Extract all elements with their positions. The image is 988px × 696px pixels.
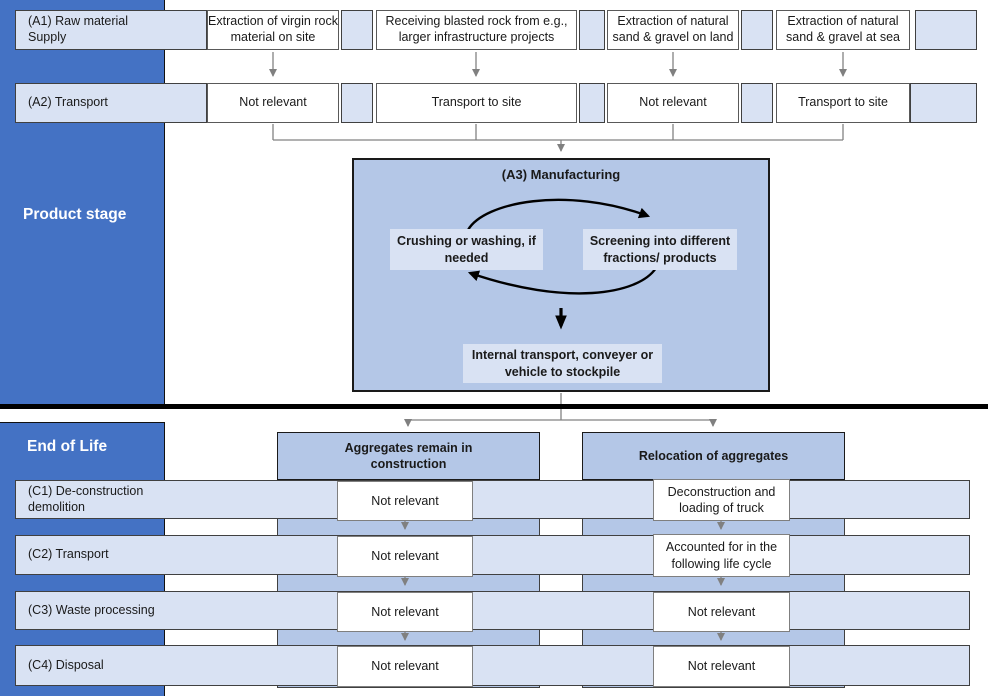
a1-spacer-box-2 xyxy=(579,10,605,50)
row-c3-label: (C3) Waste processing xyxy=(28,602,155,617)
manufacturing-title: (A3) Manufacturing xyxy=(501,167,621,182)
end-of-life-label: End of Life xyxy=(27,438,108,455)
c1-right-cell: Deconstruction and loading of truck xyxy=(653,479,790,521)
c2-right-cell: Accounted for in the following life cycl… xyxy=(653,534,790,577)
row-a1-label-box: (A1) Raw material Supply xyxy=(15,10,207,50)
c3-left-cell: Not relevant xyxy=(337,592,473,632)
c1-left-cell: Not relevant xyxy=(337,481,473,521)
row-c4-label: (C4) Disposal xyxy=(28,657,104,672)
c3-right-cell: Not relevant xyxy=(653,592,790,632)
product-stage-label: Product stage xyxy=(23,206,127,223)
row-c1: (C1) De-construction demolition xyxy=(15,480,970,519)
eol-column-header-remain-text: Aggregates remain in construction xyxy=(344,440,473,471)
a2-spacer-box-3 xyxy=(741,83,773,123)
eol-column-header-relocation-text: Relocation of aggregates xyxy=(638,448,789,463)
c2-left-cell: Not relevant xyxy=(337,536,473,577)
c4-right-cell: Not relevant xyxy=(653,646,790,687)
a1-cell-extraction-sand-gravel-sea: Extraction of natural sand & gravel at s… xyxy=(776,10,910,50)
row-c1-label: (C1) De-construction demolition xyxy=(28,483,144,514)
a1-spacer-box-4 xyxy=(915,10,977,50)
a1-spacer-box-3 xyxy=(741,10,773,50)
step-screening: Screening into different fractions/ prod… xyxy=(583,229,737,270)
a2-spacer-box-1 xyxy=(341,83,373,123)
a2-spacer-box-4 xyxy=(910,83,977,123)
row-c4: (C4) Disposal xyxy=(15,645,970,686)
product-stage-sidebar xyxy=(0,0,165,404)
a3-eol-connector xyxy=(404,393,717,427)
a2-cell-not-relevant-1: Not relevant xyxy=(207,83,339,123)
a2-cell-transport-to-site-1: Transport to site xyxy=(376,83,577,123)
row-c3: (C3) Waste processing xyxy=(15,591,970,630)
row-a2-label: (A2) Transport xyxy=(28,95,108,110)
row-a2-label-box: (A2) Transport xyxy=(15,83,207,123)
row-c2-label: (C2) Transport xyxy=(28,547,109,562)
a1-cell-extraction-sand-gravel-land: Extraction of natural sand & gravel on l… xyxy=(607,10,739,50)
eol-column-header-remain: Aggregates remain in construction xyxy=(277,432,540,480)
a1-cell-extraction-virgin-rock: Extraction of virgin rock material on si… xyxy=(207,10,339,50)
step-internal-transport: Internal transport, conveyer or vehicle … xyxy=(463,344,662,383)
a2-cell-transport-to-site-2: Transport to site xyxy=(776,83,910,123)
a1-cell-receiving-blasted-rock: Receiving blasted rock from e.g., larger… xyxy=(376,10,577,50)
a1-spacer-box-1 xyxy=(341,10,373,50)
row-c2: (C2) Transport xyxy=(15,535,970,575)
step-crushing-washing: Crushing or washing, if needed xyxy=(390,229,543,270)
row-a1-label: (A1) Raw material Supply xyxy=(28,14,129,44)
a2-cell-not-relevant-2: Not relevant xyxy=(607,83,739,123)
stage-divider xyxy=(0,404,988,409)
a1-a2-arrows xyxy=(269,52,847,77)
a2-a3-connector xyxy=(272,124,844,152)
c4-left-cell: Not relevant xyxy=(337,646,473,687)
a2-spacer-box-2 xyxy=(579,83,605,123)
eol-column-header-relocation: Relocation of aggregates xyxy=(582,432,845,480)
